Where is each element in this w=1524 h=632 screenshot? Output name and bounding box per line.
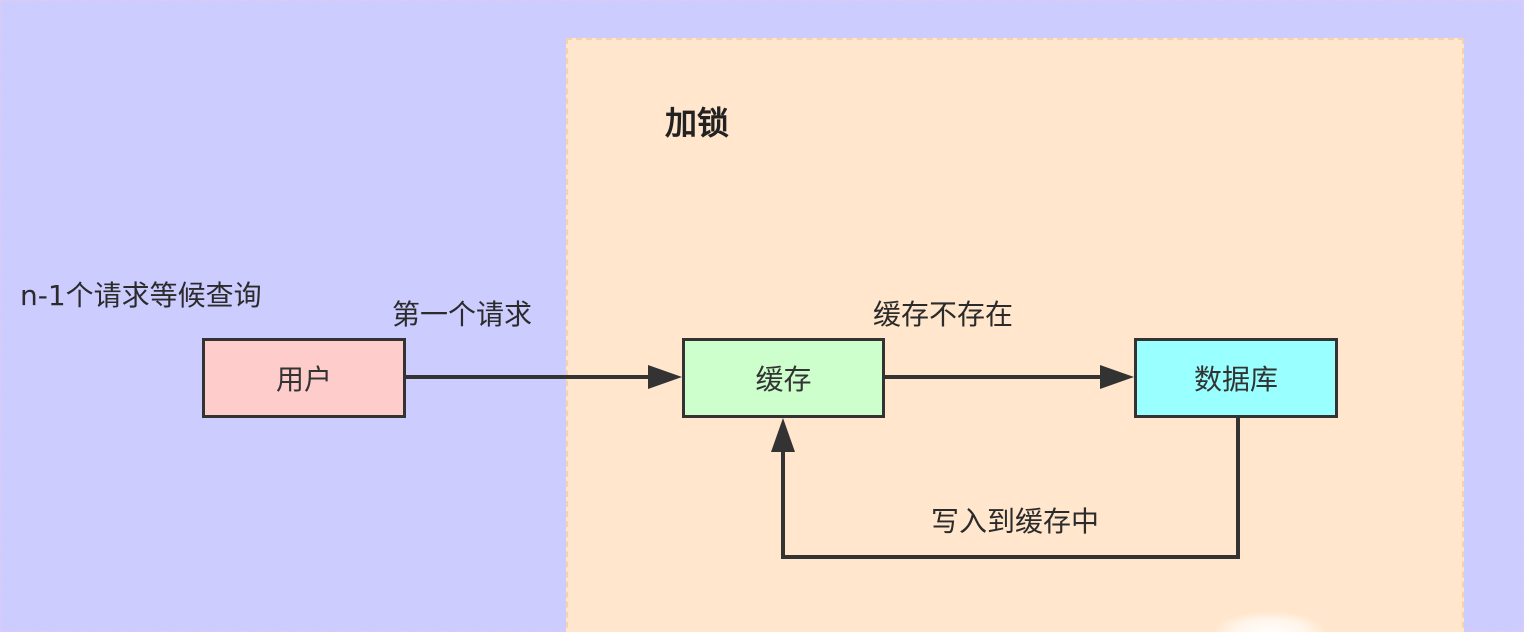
user-node-label: 用户	[275, 363, 332, 396]
waiting-requests-label: n-1个请求等候查询	[20, 279, 262, 312]
database-node: 数据库	[1134, 338, 1338, 418]
lock-region-title: 加锁	[665, 104, 730, 142]
cache-node: 缓存	[682, 338, 885, 418]
write-back-label: 写入到缓存中	[931, 505, 1100, 538]
cache-missing-label: 缓存不存在	[873, 298, 1014, 331]
user-node: 用户	[202, 338, 406, 418]
database-node-label: 数据库	[1193, 363, 1278, 396]
edge-cache-to-database	[885, 365, 1134, 389]
glare-artifact	[1215, 612, 1325, 632]
cache-node-label: 缓存	[755, 363, 812, 396]
lock-region	[566, 38, 1464, 632]
first-request-label: 第一个请求	[392, 298, 533, 331]
edge-database-to-cache	[771, 418, 1240, 559]
edge-user-to-cache	[406, 365, 682, 389]
